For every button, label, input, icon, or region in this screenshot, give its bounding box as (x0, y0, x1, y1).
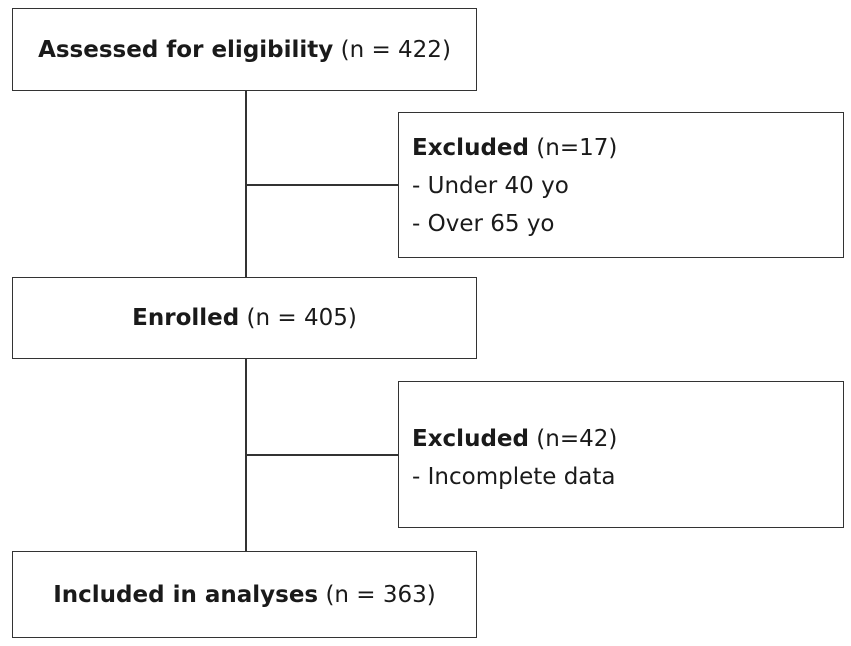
enrolled-label: Enrolled (132, 305, 240, 331)
excluded-1-heading: Excluded (n=17) (412, 129, 843, 167)
enrolled-box: Enrolled (n = 405) (12, 277, 477, 359)
excluded-1-item: - Over 65 yo (412, 211, 555, 237)
enrolled-count: (n = 405) (246, 305, 357, 331)
excluded-1-count: (n=17) (536, 135, 618, 161)
excluded-1-label: Excluded (412, 135, 529, 161)
assessed-box: Assessed for eligibility (n = 422) (12, 8, 477, 91)
included-count: (n = 363) (325, 581, 436, 608)
excluded-box-2: Excluded (n=42) - Incomplete data (398, 381, 844, 528)
excluded-2-label: Excluded (412, 426, 529, 452)
excluded-box-1: Excluded (n=17) - Under 40 yo - Over 65 … (398, 112, 844, 258)
connector-to-excluded-1 (245, 184, 399, 186)
excluded-1-item: - Under 40 yo (412, 173, 569, 199)
included-label: Included in analyses (53, 581, 319, 608)
connector-to-excluded-2 (245, 454, 399, 456)
excluded-2-heading: Excluded (n=42) (412, 420, 843, 458)
assessed-label: Assessed for eligibility (38, 36, 334, 63)
assessed-count: (n = 422) (340, 36, 451, 63)
excluded-2-item: - Incomplete data (412, 464, 616, 490)
excluded-2-count: (n=42) (536, 426, 618, 452)
included-box: Included in analyses (n = 363) (12, 551, 477, 638)
